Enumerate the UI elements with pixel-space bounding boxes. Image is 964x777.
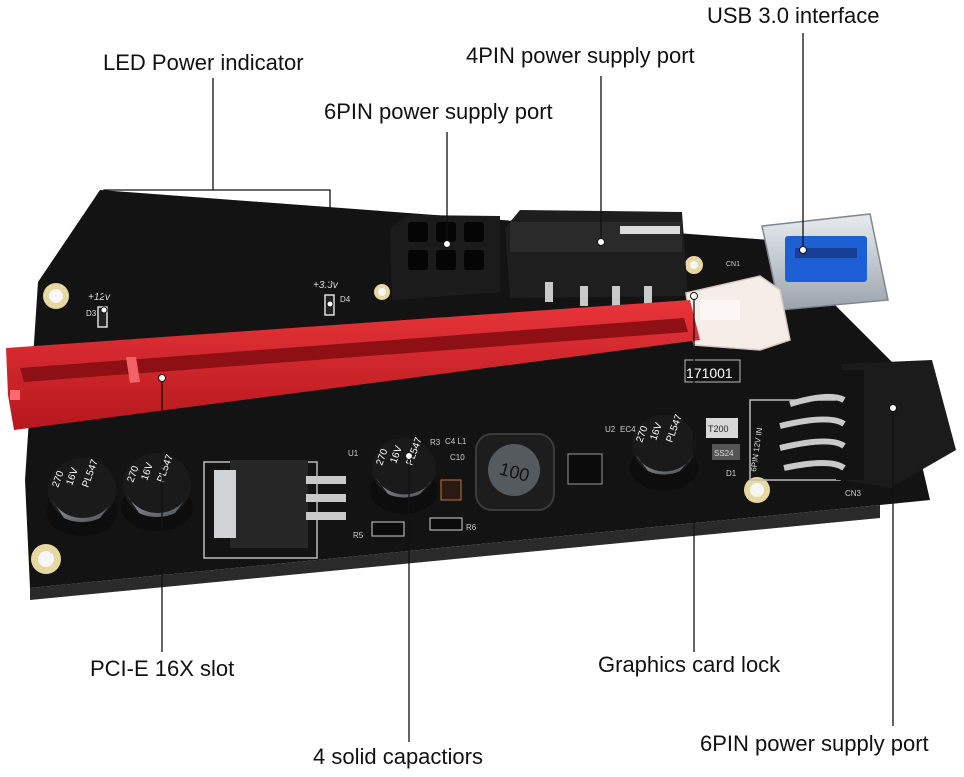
pcie-slot (6, 300, 700, 430)
led-12v-label: +12v (88, 292, 111, 303)
inductor: 100 (475, 433, 555, 511)
callout-six-pin-port-bottom: 6PIN power supply port (700, 731, 929, 756)
u2-label: U2 (605, 425, 616, 434)
r6-label: R6 (466, 523, 477, 532)
callout-six-pin-port-top: 6PIN power supply port (324, 99, 553, 124)
callout-capacitors: 4 solid capactiors (313, 744, 483, 769)
led-d4-label: D4 (340, 295, 351, 304)
leader-led (103, 78, 331, 296)
r5-label: R5 (353, 531, 364, 540)
c4l1-label: C4 L1 (445, 437, 467, 446)
ss24-label: SS24 (714, 449, 734, 458)
callout-dots (100, 238, 897, 460)
t200-label: T200 (708, 424, 729, 434)
r3-label: R3 (430, 438, 441, 447)
six-pin-connector-top (390, 215, 500, 300)
c10-label: C10 (450, 453, 465, 462)
cn3-label: CN3 (845, 489, 862, 498)
callout-led-indicator: LED Power indicator (103, 50, 304, 75)
ec4-label: EC4 (620, 425, 636, 434)
callout-graphics-lock: Graphics card lock (598, 652, 781, 677)
callout-pcie-slot: PCI-E 16X slot (90, 656, 235, 681)
u1-label: U1 (348, 449, 359, 458)
smd-resistor (429, 517, 463, 531)
led-33v-label: +3.3v (313, 280, 339, 291)
callout-four-pin-port: 4PIN power supply port (466, 43, 695, 68)
model-code: 171001 (686, 365, 733, 381)
usb-cn1-label: CN1 (726, 261, 740, 268)
four-pin-connector (505, 210, 688, 306)
smd-resistor (371, 521, 405, 537)
graphics-card-lock (685, 275, 791, 351)
smd-block (440, 479, 462, 501)
diode-ss24 (712, 444, 740, 460)
d1-label: D1 (726, 469, 737, 478)
six-pin-connector-right (779, 360, 956, 488)
capacitor: 270 16V PL547 (630, 413, 698, 491)
capacitor: 270 16V PL547 (370, 436, 438, 514)
voltage-regulator (214, 460, 346, 548)
led-d3-label: D3 (86, 309, 97, 318)
callout-usb-interface: USB 3.0 interface (707, 3, 880, 28)
capacitor: 270 16V PL547 (46, 458, 118, 536)
diode-t200 (706, 418, 738, 438)
capacitor: 270 16V PL547 (121, 453, 193, 531)
callout-lines (103, 33, 894, 742)
ic-chip (567, 453, 603, 485)
